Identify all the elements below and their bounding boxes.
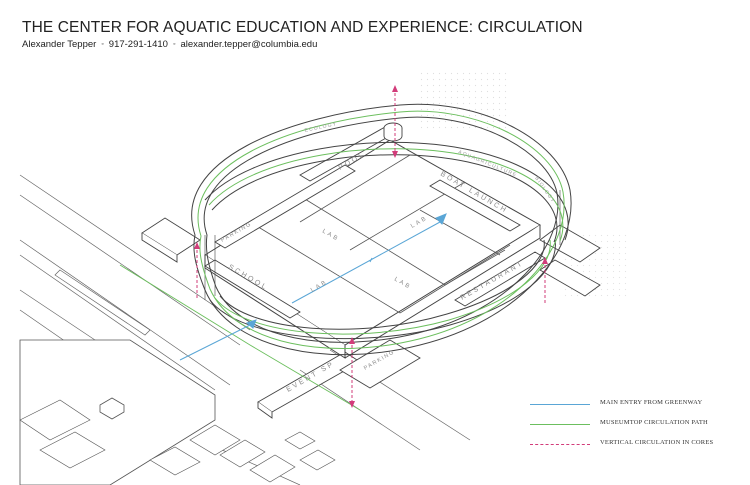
- phone-number: 917-291-1410: [108, 39, 168, 50]
- legend-item-circulation: MUSEUMTOP CIRCULATION PATH: [530, 418, 740, 438]
- main-entry-path: [179, 213, 447, 361]
- circulation-ribbon: [191, 103, 572, 356]
- legend-swatch-magenta: [530, 444, 590, 445]
- platform-slabs: [141, 217, 601, 419]
- legend-item-main-entry: MAIN ENTRY FROM GREENWAY: [530, 398, 740, 418]
- legend-swatch-blue: [530, 404, 590, 405]
- author-name: Alexander Tepper: [22, 39, 97, 50]
- top-core: [383, 122, 403, 142]
- legend-swatch-green: [530, 424, 590, 425]
- email-address: alexander.tepper@columbia.edu: [180, 39, 318, 50]
- contact-line: Alexander Tepper ◦ 917-291-1410 ◦ alexander.…: [22, 39, 317, 50]
- legend-label: MAIN ENTRY FROM GREENWAY: [600, 399, 703, 406]
- vertical-arrowheads: [194, 85, 548, 408]
- legend-label: VERTICAL CIRCULATION IN CORES: [600, 439, 714, 446]
- museumtop-circulation-path: [119, 110, 565, 411]
- site-small-buildings: [19, 399, 336, 483]
- legend-label: MUSEUMTOP CIRCULATION PATH: [600, 419, 708, 426]
- program-bars: [204, 126, 546, 319]
- page-title: THE CENTER FOR AQUATIC EDUCATION AND EXP…: [22, 19, 583, 36]
- ribbon-label-agriculture: AQUAGRICULTURE: [457, 149, 518, 178]
- site-dot-texture: [420, 70, 510, 130]
- separator: ◦: [101, 41, 104, 48]
- legend-item-vertical: VERTICAL CIRCULATION IN CORES: [530, 438, 740, 458]
- vertical-circulation: [196, 88, 546, 405]
- separator: ◦: [172, 41, 176, 48]
- legend: MAIN ENTRY FROM GREENWAY MUSEUMTOP CIRCU…: [530, 398, 740, 458]
